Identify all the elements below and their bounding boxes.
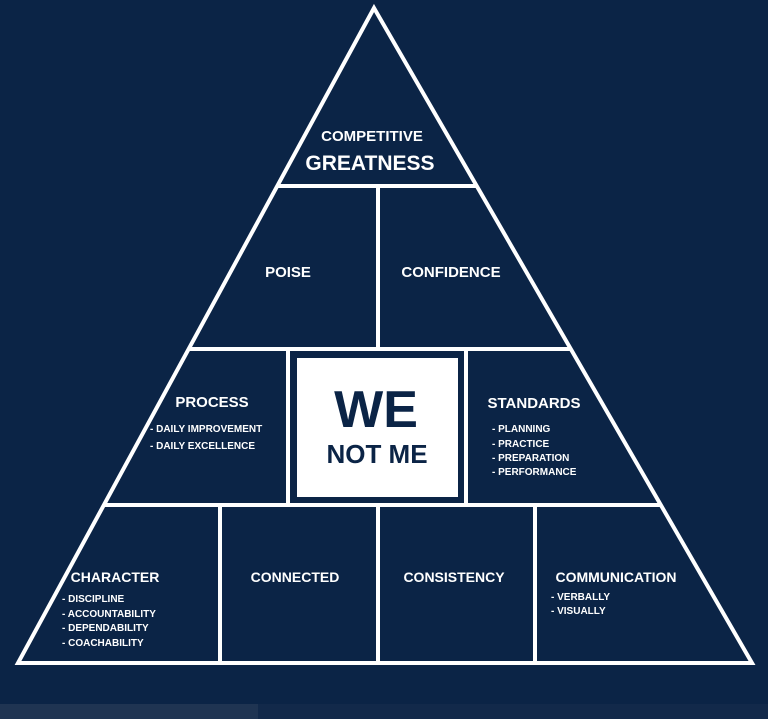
standards-bullet: - PERFORMANCE <box>492 467 577 478</box>
process-bullet: - DAILY EXCELLENCE <box>150 441 255 452</box>
top-line2: GREATNESS <box>305 152 434 175</box>
we-not-me-box <box>297 358 458 497</box>
connected-label: CONNECTED <box>251 569 340 585</box>
pyramid-lines <box>14 3 756 665</box>
character-bullet: - COACHABILITY <box>62 638 144 649</box>
confidence-label: CONFIDENCE <box>401 264 500 281</box>
character-bullet: - DISCIPLINE <box>62 594 125 605</box>
standards-bullet: - PREPARATION <box>492 453 569 464</box>
character-bullet: - ACCOUNTABILITY <box>62 609 156 620</box>
standards-label: STANDARDS <box>487 395 580 412</box>
communication-bullet: - VERBALLY <box>551 592 610 603</box>
reflection-block <box>0 704 258 719</box>
process-label: PROCESS <box>175 394 248 411</box>
we-text: WE <box>334 381 418 439</box>
communication-label: COMMUNICATION <box>555 569 676 585</box>
process-bullet: - DAILY IMPROVEMENT <box>150 424 262 435</box>
standards-bullet: - PLANNING <box>492 424 551 435</box>
pyramid-outline <box>14 3 756 665</box>
communication-bullet: - VISUALLY <box>551 606 606 617</box>
poise-label: POISE <box>265 264 311 281</box>
standards-bullet: - PRACTICE <box>492 439 550 450</box>
character-label: CHARACTER <box>71 569 160 585</box>
consistency-label: CONSISTENCY <box>403 569 505 585</box>
character-bullet: - DEPENDABILITY <box>62 623 149 634</box>
not-me-text: NOT ME <box>326 439 427 469</box>
top-line1: COMPETITIVE <box>321 128 423 145</box>
